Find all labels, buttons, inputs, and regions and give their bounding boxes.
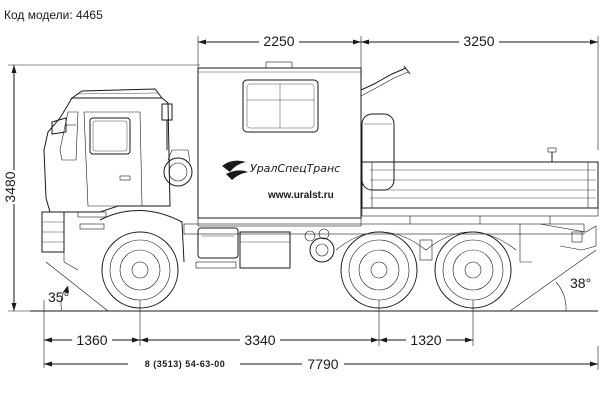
height-dim: 3480: [2, 171, 18, 202]
flatbed: [361, 147, 599, 224]
rear-axle-spacing-dim: 1320: [410, 332, 441, 348]
rear-overhang-dim: 3250: [463, 33, 494, 49]
rear-fender: [335, 231, 517, 251]
brand-website: www.uralst.ru: [267, 190, 334, 201]
phone-number: 8 (3513) 54-63-00: [145, 359, 226, 369]
total-length-dim: 7790: [307, 356, 338, 372]
brand-logo: [222, 160, 248, 180]
brand-name: УралСпецТранс: [250, 162, 340, 175]
approach-angle-lines: [45, 261, 109, 312]
approach-angle: 35°: [48, 289, 69, 305]
rear-wheel-2: [434, 231, 512, 309]
utility-body: [197, 61, 411, 227]
front-wheel: [101, 231, 179, 309]
wheelbase-dim: 3340: [244, 332, 275, 348]
rear-wheel-1: [340, 231, 418, 309]
departure-angle: 38°: [570, 275, 591, 291]
front-overhang-dim: 1360: [76, 332, 107, 348]
swirl-logo-icon: [222, 160, 246, 172]
cylinder-tank: [361, 113, 395, 191]
departure-angle-lines: [509, 249, 597, 312]
model-label: Код модели: 4465: [4, 8, 103, 22]
top-dimension-lines: [197, 36, 599, 150]
height-dimension-line: [8, 64, 200, 312]
body-length-dim: 2250: [263, 33, 294, 49]
truck-cab: [41, 88, 193, 271]
chassis-frame: [183, 223, 597, 269]
